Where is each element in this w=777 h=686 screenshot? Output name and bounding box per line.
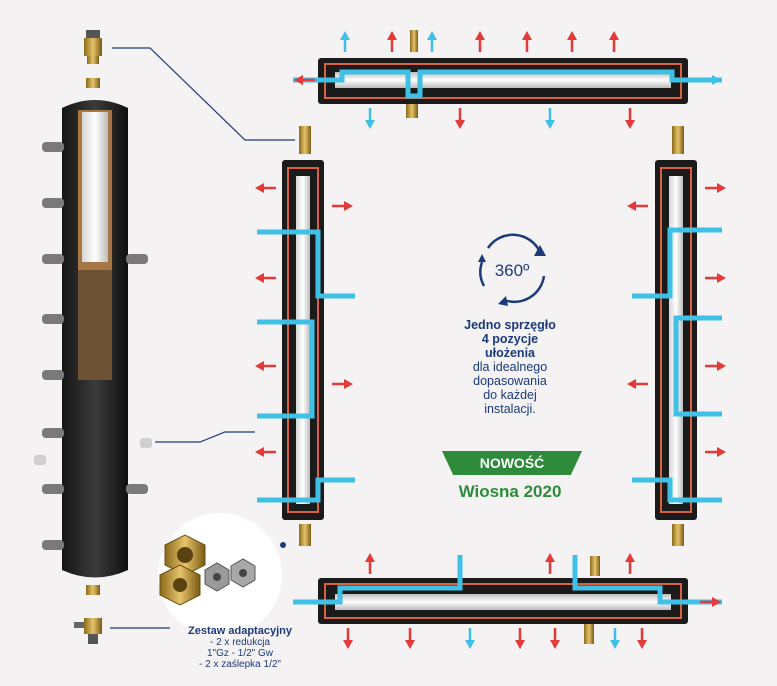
flow-arrow <box>625 108 635 129</box>
kit-item-3: - 2 x zaślepka 1/2" <box>199 659 281 670</box>
description-block: Jedno sprzęgło 4 pozycje ułożenia dla id… <box>420 318 600 416</box>
description-line-5: dopasowania <box>473 374 547 388</box>
flow-arrow <box>475 31 485 52</box>
flow-arrow <box>405 628 415 649</box>
bottom-manifold <box>293 555 722 644</box>
flow-arrow <box>609 31 619 52</box>
flow-arrow <box>465 628 475 649</box>
flow-arrow <box>365 108 375 129</box>
flow-arrow <box>637 628 647 649</box>
left-manifold <box>257 126 355 546</box>
flow-arrow <box>255 361 276 371</box>
flow-arrow <box>515 628 525 649</box>
drain-valve-bottom <box>74 618 102 644</box>
description-line-6: do każdej <box>483 388 537 402</box>
flow-arrow <box>545 108 555 129</box>
flow-arrow <box>365 553 375 574</box>
nut-bottom <box>86 585 100 595</box>
kit-item-1: - 2 x redukcja <box>209 637 271 648</box>
flow-arrow <box>705 273 726 283</box>
new-badge: NOWOŚĆ <box>442 451 582 475</box>
description-line-3: ułożenia <box>484 346 535 360</box>
flow-arrow <box>255 183 276 193</box>
flow-arrow <box>343 628 353 649</box>
description-line-7: instalacji. <box>484 402 536 416</box>
left-column-illustration <box>34 30 295 644</box>
flow-arrow <box>340 31 350 52</box>
flow-arrow <box>332 379 353 389</box>
flow-arrow <box>627 379 648 389</box>
flow-arrow <box>705 447 726 457</box>
flow-arrow <box>545 553 555 574</box>
flow-arrow <box>294 75 315 85</box>
description-line-1: Jedno sprzęgło <box>464 318 556 332</box>
flow-arrow <box>610 628 620 649</box>
air-vent-valve-top <box>84 30 102 64</box>
flow-arrows <box>255 31 726 649</box>
flow-arrow <box>627 201 648 211</box>
season-label: Wiosna 2020 <box>458 482 562 501</box>
flow-arrow <box>700 75 721 85</box>
flow-arrow <box>700 597 721 607</box>
nut-top <box>86 78 100 88</box>
description-line-2: 4 pozycje <box>481 332 539 346</box>
flow-arrow <box>522 31 532 52</box>
flow-arrow <box>550 628 560 649</box>
kit-item-2: 1"Gz - 1/2" Gw <box>206 648 273 659</box>
flow-arrow <box>567 31 577 52</box>
flow-arrow <box>255 273 276 283</box>
description-line-4: dla idealnego <box>472 360 548 374</box>
flow-arrow <box>705 183 726 193</box>
top-manifold <box>293 30 722 118</box>
flow-arrow <box>427 31 437 52</box>
flow-arrow <box>255 447 276 457</box>
rotation-360-icon <box>478 233 546 306</box>
flow-arrow <box>455 108 465 129</box>
right-manifold <box>632 126 722 546</box>
adapter-kit-illustration <box>158 513 286 637</box>
flow-arrow <box>387 31 397 52</box>
rotation-label: 360º <box>494 261 530 280</box>
kit-title: Zestaw adaptacyjny <box>188 625 292 637</box>
flow-arrow <box>332 201 353 211</box>
adapter-kit-caption: Zestaw adaptacyjny - 2 x redukcja 1"Gz -… <box>170 625 310 671</box>
flow-arrow <box>705 361 726 371</box>
flow-arrow <box>625 553 635 574</box>
